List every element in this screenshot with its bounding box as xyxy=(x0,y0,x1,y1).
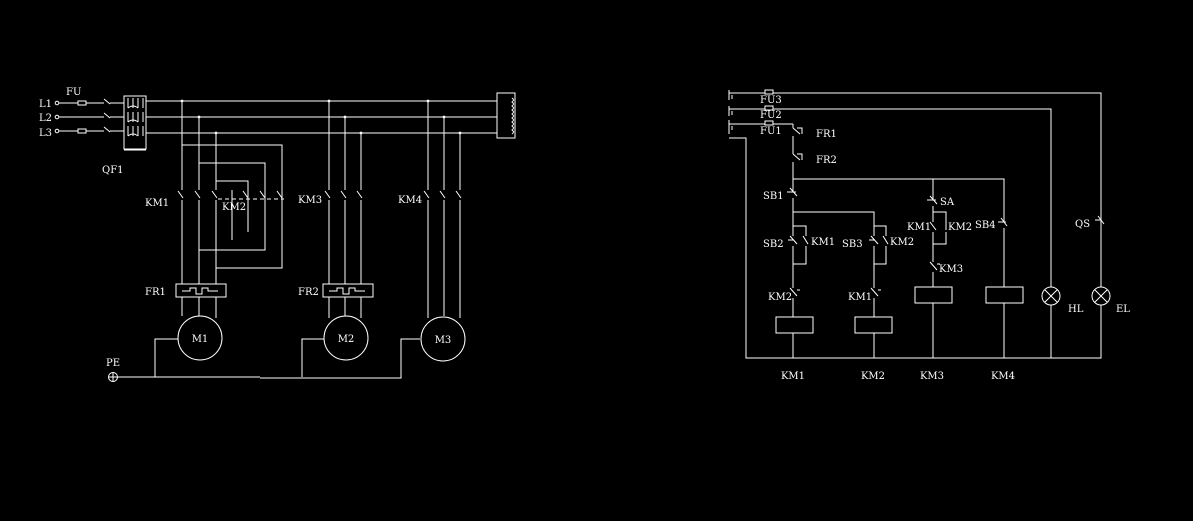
km2-sa-label: KM2 xyxy=(948,222,972,233)
km3-nc-label: KM3 xyxy=(939,264,963,275)
fr1-relay xyxy=(175,283,227,298)
qs-label: QS xyxy=(1075,219,1090,230)
km2-lower-wires xyxy=(231,200,283,268)
m1-branch-wires xyxy=(181,101,217,284)
fr-nc-contacts xyxy=(792,124,803,188)
coil-km3 xyxy=(914,286,953,304)
coil-km4-label: KM4 xyxy=(991,371,1015,382)
fr2-label: FR2 xyxy=(298,287,319,298)
terminal-l2 xyxy=(54,114,60,120)
fuse-symbol-l1 xyxy=(77,100,87,106)
control-frame xyxy=(729,92,1102,359)
motor-m1 xyxy=(177,315,223,361)
sb3-label: SB3 xyxy=(842,239,863,250)
ground-label: PE xyxy=(106,358,120,369)
fu3-symbol xyxy=(764,89,774,95)
m2-branch-wires xyxy=(328,101,362,284)
sb1-stop-button xyxy=(787,187,798,230)
power-circuit: L1 L2 L3 FU QF1 xyxy=(39,87,516,382)
terminal-l3 xyxy=(54,128,60,134)
motor-m3 xyxy=(420,316,466,362)
breaker-label: QF1 xyxy=(102,165,124,176)
input-wires xyxy=(59,102,104,132)
sa-switch-km-contacts xyxy=(927,195,947,245)
km1-main-contacts xyxy=(177,190,218,199)
km2-aux-label: KM2 xyxy=(890,237,914,248)
m3-branch-wires xyxy=(427,101,461,318)
fuse-symbol-l3 xyxy=(77,128,87,134)
sb3-start-button xyxy=(869,225,887,265)
control-circuit: FU3 FU2 FU1 FR1 FR2 SB1 SB2 KM1 SB3 KM2 … xyxy=(728,89,1130,382)
motor-m2 xyxy=(323,315,369,361)
coil-km1 xyxy=(775,316,814,334)
sb4-label: SB4 xyxy=(975,220,996,231)
km4-main-contacts xyxy=(423,190,462,199)
fu2-symbol xyxy=(764,105,774,111)
coil-km2-label: KM2 xyxy=(861,371,885,382)
ground-wires xyxy=(118,338,420,379)
fu2-label: FU2 xyxy=(760,110,782,121)
km1-interlock-label: KM1 xyxy=(848,292,872,303)
km2-main-contacts xyxy=(242,190,283,199)
fuse-label: FU xyxy=(66,87,81,98)
hl-label: HL xyxy=(1068,304,1084,315)
km3-main-contacts xyxy=(324,190,363,199)
fu1-symbol xyxy=(764,120,774,126)
ground-terminal xyxy=(108,372,118,382)
coil-km1-label: KM1 xyxy=(781,371,805,382)
fu1-label: FU1 xyxy=(760,126,782,137)
coil-km2 xyxy=(854,316,893,334)
fu3-label: FU3 xyxy=(760,95,782,106)
main-bus xyxy=(146,100,497,134)
bus-terminal-block xyxy=(496,92,516,139)
motor-m2-label: M2 xyxy=(338,334,355,345)
km1-aux-label: KM1 xyxy=(811,237,835,248)
motor-m1-label: M1 xyxy=(192,334,209,345)
terminal-l1 xyxy=(54,100,60,106)
fr2-contact-label: FR2 xyxy=(816,155,837,166)
fr2-relay xyxy=(322,283,374,298)
el-label: EL xyxy=(1116,304,1130,315)
km2-main-label: KM2 xyxy=(222,202,246,213)
line-label-l1: L1 xyxy=(39,99,52,110)
km3-nc-contact xyxy=(929,244,940,287)
km4-main-label: KM4 xyxy=(398,195,422,206)
sb2-label: SB2 xyxy=(763,239,784,250)
sb1-label: SB1 xyxy=(763,191,784,202)
km2-interlock-label: KM2 xyxy=(768,292,792,303)
bus-terminal-coils xyxy=(511,97,514,135)
fr1-contact-label: FR1 xyxy=(816,129,837,140)
sa-label: SA xyxy=(940,197,955,208)
motor-m3-label: M3 xyxy=(435,335,452,346)
km2-interlock-contact xyxy=(789,264,800,317)
hl-supply-wire xyxy=(729,108,1052,290)
km3-main-label: KM3 xyxy=(298,195,322,206)
sb4-button xyxy=(998,217,1008,287)
line-label-l3: L3 xyxy=(39,128,52,139)
upper-rail xyxy=(793,178,1005,218)
km1-interlock-contact xyxy=(870,264,881,317)
km1-main-label: KM1 xyxy=(145,198,169,209)
sb2-start-button xyxy=(788,225,807,265)
fr1-label: FR1 xyxy=(145,287,166,298)
breaker-qf1 xyxy=(103,95,147,151)
line-label-l2: L2 xyxy=(39,113,52,124)
coil-km3-label: KM3 xyxy=(920,371,944,382)
km1-sa-label: KM1 xyxy=(907,222,931,233)
coil-km4 xyxy=(985,286,1024,304)
km2-branch-wire xyxy=(793,211,875,228)
